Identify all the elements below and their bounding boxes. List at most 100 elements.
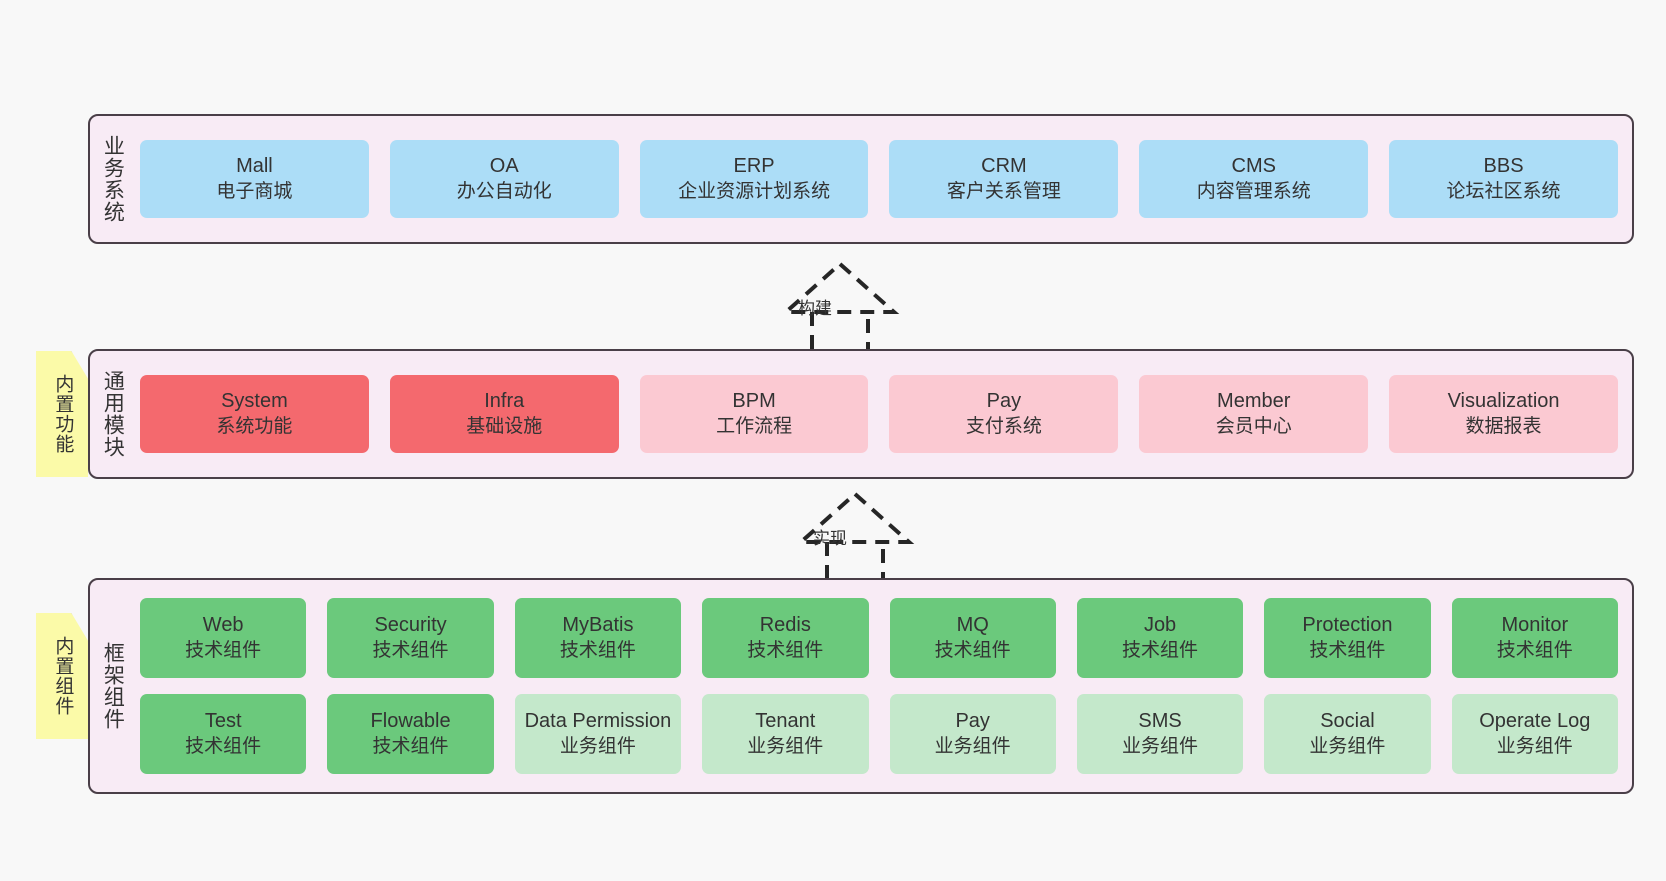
card-subtitle: 会员中心 — [1215, 415, 1292, 437]
connector-label: 构建 — [798, 299, 832, 318]
card-subtitle: 技术组件 — [185, 639, 262, 661]
sticky-note-builtin-components: 内置组件 — [36, 613, 88, 739]
sticky-note-label: 内置组件 — [52, 636, 74, 716]
card-erp[interactable]: ERP 企业资源计划系统 — [639, 140, 869, 218]
card-subtitle: 办公自动化 — [456, 180, 552, 202]
card-subtitle: 支付系统 — [965, 415, 1042, 437]
card-subtitle: 企业资源计划系统 — [678, 180, 831, 202]
card-title: Test — [204, 710, 242, 733]
card-subtitle: 技术组件 — [1122, 639, 1199, 661]
card-cms[interactable]: CMS 内容管理系统 — [1139, 140, 1369, 218]
card-title: CMS — [1231, 155, 1276, 178]
card-subtitle: 业务组件 — [1496, 735, 1573, 757]
card-tenant[interactable]: Tenant 业务组件 — [702, 694, 869, 774]
card-pay[interactable]: Pay 支付系统 — [889, 375, 1119, 453]
folded-corner-icon — [71, 351, 88, 371]
card-title: Monitor — [1501, 614, 1569, 637]
layer-framework-component: 框架组件 Web 技术组件 Security 技术组件 MyBatis 技术组件… — [88, 578, 1634, 794]
card-title: Member — [1217, 390, 1291, 413]
card-infra[interactable]: Infra 基础设施 — [389, 375, 619, 453]
card-title: Social — [1320, 710, 1375, 733]
card-subtitle: 技术组件 — [372, 735, 449, 757]
card-operate-log[interactable]: Operate Log 业务组件 — [1451, 694, 1618, 774]
layer-title-common: 通用模块 — [101, 370, 125, 458]
card-subtitle: 业务组件 — [559, 735, 636, 757]
card-monitor[interactable]: Monitor 技术组件 — [1451, 598, 1618, 678]
card-subtitle: 内容管理系统 — [1196, 180, 1311, 202]
card-title: Tenant — [755, 710, 816, 733]
card-data-permission[interactable]: Data Permission 业务组件 — [514, 694, 682, 774]
card-subtitle: 技术组件 — [185, 735, 262, 757]
card-job[interactable]: Job 技术组件 — [1076, 598, 1244, 678]
layer-business-system: 业务系统 Mall 电子商城 OA 办公自动化 ERP 企业资源计划系统 CRM… — [88, 114, 1634, 244]
layer-title-business: 业务系统 — [101, 135, 125, 223]
card-title: OA — [489, 155, 519, 178]
card-title: Protection — [1302, 614, 1393, 637]
layer-body-framework: Web 技术组件 Security 技术组件 MyBatis 技术组件 Redi… — [134, 580, 1632, 792]
card-subtitle: 技术组件 — [747, 639, 824, 661]
card-title: Web — [202, 614, 244, 637]
card-title: BBS — [1483, 155, 1524, 178]
card-subtitle: 业务组件 — [1309, 735, 1386, 757]
card-subtitle: 技术组件 — [1309, 639, 1386, 661]
card-title: MQ — [956, 614, 989, 637]
connector-build: 构建 — [760, 260, 920, 356]
card-member[interactable]: Member 会员中心 — [1139, 375, 1369, 453]
card-title: SMS — [1138, 710, 1182, 733]
sticky-note-label: 内置功能 — [52, 374, 74, 454]
card-title: Infra — [484, 390, 525, 413]
card-title: Data Permission — [524, 710, 672, 733]
card-protection[interactable]: Protection 技术组件 — [1264, 598, 1431, 678]
card-bbs[interactable]: BBS 论坛社区系统 — [1389, 140, 1618, 218]
card-title: MyBatis — [562, 614, 634, 637]
card-pay-business[interactable]: Pay 业务组件 — [889, 694, 1056, 774]
connector-stem — [810, 312, 870, 354]
connector-stem — [825, 542, 885, 584]
card-system[interactable]: System 系统功能 — [140, 375, 369, 453]
card-bpm[interactable]: BPM 工作流程 — [639, 375, 869, 453]
card-subtitle: 业务组件 — [934, 735, 1011, 757]
card-title: CRM — [981, 155, 1027, 178]
card-subtitle: 电子商城 — [216, 180, 293, 202]
connector-implement: 实现 — [775, 490, 935, 586]
card-social[interactable]: Social 业务组件 — [1264, 694, 1431, 774]
card-security[interactable]: Security 技术组件 — [327, 598, 494, 678]
folded-corner-icon — [71, 613, 88, 633]
card-test[interactable]: Test 技术组件 — [140, 694, 307, 774]
card-subtitle: 论坛社区系统 — [1446, 180, 1561, 202]
card-title: Pay — [986, 390, 1022, 413]
card-subtitle: 基础设施 — [466, 415, 543, 437]
card-subtitle: 系统功能 — [216, 415, 293, 437]
card-oa[interactable]: OA 办公自动化 — [389, 140, 619, 218]
card-crm[interactable]: CRM 客户关系管理 — [889, 140, 1119, 218]
card-subtitle: 技术组件 — [934, 639, 1011, 661]
card-title: Pay — [955, 710, 990, 733]
generalization-triangle-icon — [795, 491, 915, 544]
card-title: Security — [374, 614, 447, 637]
card-visualization[interactable]: Visualization 数据报表 — [1389, 375, 1618, 453]
layer-common-module: 通用模块 System 系统功能 Infra 基础设施 BPM 工作流程 Pay… — [88, 349, 1634, 479]
card-subtitle: 业务组件 — [1122, 735, 1199, 757]
card-title: Flowable — [370, 710, 451, 733]
card-title: System — [221, 390, 288, 413]
card-subtitle: 数据报表 — [1465, 415, 1542, 437]
card-subtitle: 业务组件 — [747, 735, 824, 757]
card-subtitle: 技术组件 — [559, 639, 636, 661]
layer-title-framework: 框架组件 — [101, 642, 125, 730]
card-flowable[interactable]: Flowable 技术组件 — [327, 694, 494, 774]
card-sms[interactable]: SMS 业务组件 — [1076, 694, 1244, 774]
sticky-note-builtin-features: 内置功能 — [36, 351, 88, 477]
card-redis[interactable]: Redis 技术组件 — [702, 598, 869, 678]
card-mq[interactable]: MQ 技术组件 — [889, 598, 1056, 678]
card-row: Mall 电子商城 OA 办公自动化 ERP 企业资源计划系统 CRM 客户关系… — [140, 140, 1618, 218]
connector-label: 实现 — [813, 529, 847, 548]
card-title: Mall — [236, 155, 273, 178]
card-mybatis[interactable]: MyBatis 技术组件 — [514, 598, 682, 678]
card-mall[interactable]: Mall 电子商城 — [140, 140, 369, 218]
card-web[interactable]: Web 技术组件 — [140, 598, 307, 678]
card-row: Test 技术组件 Flowable 技术组件 Data Permission … — [140, 694, 1618, 774]
card-title: ERP — [733, 155, 775, 178]
card-subtitle: 客户关系管理 — [946, 180, 1061, 202]
card-subtitle: 工作流程 — [716, 415, 793, 437]
